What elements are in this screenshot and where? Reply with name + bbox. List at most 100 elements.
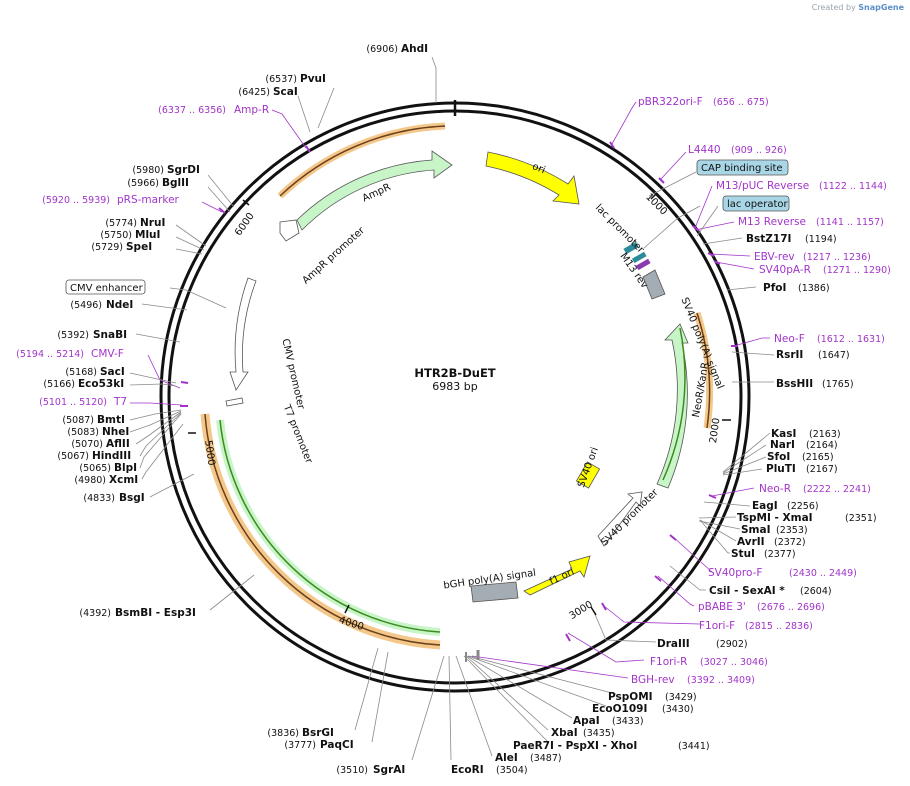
site-pos-scai: (6425) bbox=[238, 87, 270, 98]
lac-operator-box: lac operator bbox=[727, 199, 788, 210]
tick-4000: 4000 bbox=[337, 615, 365, 633]
primer-cmv-f: CMV-F bbox=[91, 348, 124, 360]
site-stui: StuI bbox=[731, 548, 755, 560]
primer-f1ori-f: F1ori-F bbox=[699, 620, 735, 632]
site-pvui: PvuI bbox=[300, 73, 326, 85]
site-csii: CsiI - SexAI * bbox=[709, 585, 785, 597]
site-pos-apai: (3433) bbox=[612, 716, 644, 727]
site-pos-nhei: (5083) bbox=[67, 427, 99, 438]
credit-brand: SnapGene bbox=[858, 3, 904, 12]
tick-3000: 3000 bbox=[567, 599, 594, 622]
ampr-orf-core bbox=[279, 125, 446, 197]
m13-rev-marker bbox=[635, 258, 651, 271]
site-pos-blpi: (5065) bbox=[79, 463, 111, 474]
site-pos-draiii: (2902) bbox=[716, 639, 748, 650]
primer-pos-neo-f: (1612 .. 1631) bbox=[817, 334, 885, 345]
primer-neo-r: Neo-R bbox=[759, 483, 791, 495]
site-apai: ApaI bbox=[573, 715, 600, 727]
site-labels-left: (6906) AhdI (6537) PvuI (6425) ScaI (598… bbox=[43, 43, 428, 776]
t7-promoter-label: T7 promoter bbox=[280, 402, 314, 465]
site-pos-nrui: (5774) bbox=[105, 218, 137, 229]
site-pos-paqci: (3777) bbox=[284, 740, 316, 751]
htr2b-green-line bbox=[219, 419, 441, 633]
features-layer bbox=[200, 122, 714, 650]
primer-prs-marker: pRS-marker bbox=[117, 194, 180, 206]
site-pos-rsrii: (1647) bbox=[818, 350, 850, 361]
site-paer7i: PaeR7I - PspXI - XhoI bbox=[513, 740, 637, 752]
site-spei: SpeI bbox=[126, 241, 152, 253]
lac-promoter-label: lac promoter bbox=[593, 203, 647, 257]
primer-l4440: L4440 bbox=[688, 144, 721, 156]
neo-orf-core bbox=[696, 312, 711, 429]
site-pos-paer7i: (3441) bbox=[678, 741, 710, 752]
site-ndei: NdeI bbox=[106, 299, 133, 311]
site-avrii: AvrII bbox=[737, 536, 765, 548]
site-ecori: EcoRI bbox=[451, 764, 484, 776]
site-pos-bstz17i: (1194) bbox=[805, 234, 837, 245]
neor-kanr-arrow bbox=[656, 323, 689, 489]
site-mlui: MluI bbox=[135, 229, 160, 241]
site-pos-sfoi: (2165) bbox=[802, 452, 834, 463]
site-pos-eagi: (2256) bbox=[787, 501, 819, 512]
site-bsgi: BsgI bbox=[119, 492, 145, 504]
site-pos-pvui: (6537) bbox=[265, 74, 297, 85]
site-pspomi: PspOMI bbox=[608, 691, 653, 703]
site-pos-mlui: (5750) bbox=[100, 230, 132, 241]
primer-neo-f: Neo-F bbox=[774, 333, 805, 345]
primer-pos-ebv-rev: (1217 .. 1236) bbox=[803, 252, 871, 263]
site-pos-pspomi: (3429) bbox=[665, 692, 697, 703]
primer-ebv-rev: EBV-rev bbox=[754, 251, 795, 263]
site-pos-bsshii: (1765) bbox=[822, 379, 854, 390]
site-pos-kasi: (2163) bbox=[809, 429, 841, 440]
primer-pos-sv40pa-r: (1271 .. 1290) bbox=[823, 265, 891, 276]
site-xcmi: XcmI bbox=[109, 474, 138, 486]
site-sfoi: SfoI bbox=[767, 451, 790, 463]
plasmid-name: HTR2B-DuET bbox=[414, 366, 495, 380]
cmv-promoter-label: CMV promoter bbox=[279, 338, 306, 412]
site-bsmbi-esp3i: BsmBI - Esp3I bbox=[115, 607, 196, 619]
site-bsshii: BssHII bbox=[776, 378, 813, 390]
ori-label: ori bbox=[531, 161, 547, 176]
primer-bgh-rev: BGH-rev bbox=[631, 674, 675, 686]
site-pos-hindiii: (5067) bbox=[57, 451, 89, 462]
site-paqci: PaqCI bbox=[320, 739, 354, 751]
site-snabi: SnaBI bbox=[93, 329, 127, 341]
site-labels-right: EcoRI (3504) AleI (3487) PaeR7I - PspXI … bbox=[451, 233, 877, 776]
site-pos-stui: (2377) bbox=[764, 549, 796, 560]
site-pos-bsgi: (4833) bbox=[83, 493, 115, 504]
primer-sv40pa-r: SV40pA-R bbox=[759, 264, 811, 276]
site-pos-nari: (2164) bbox=[806, 440, 838, 451]
htr2b-orf-core bbox=[204, 413, 441, 646]
ampr-promoter-label: AmpR promoter bbox=[300, 225, 367, 287]
primer-pos-pbabe-3: (2676 .. 2696) bbox=[757, 602, 825, 613]
t7-promoter-arrow bbox=[225, 397, 244, 407]
cmv-promoter-arrow bbox=[229, 277, 257, 391]
site-bmti: BmtI bbox=[97, 414, 125, 426]
ampr-promoter-arrow bbox=[279, 219, 300, 242]
site-eagi: EagI bbox=[752, 500, 778, 512]
primer-pos-pbr322ori-f: (656 .. 675) bbox=[713, 97, 769, 108]
sv40-promoter-arrow bbox=[597, 491, 643, 547]
f1-ori-arrow bbox=[523, 555, 591, 596]
site-pos-avrii: (2372) bbox=[774, 537, 806, 548]
sv40-polya-block bbox=[642, 269, 666, 300]
snapgene-credit: Created by SnapGene bbox=[812, 3, 904, 12]
site-pos-snabi: (5392) bbox=[57, 330, 89, 341]
primer-f1ori-r: F1ori-R bbox=[650, 656, 687, 668]
site-tspmi: TspMI - XmaI bbox=[737, 512, 813, 524]
primer-pbabe-3: pBABE 3' bbox=[698, 601, 746, 613]
cap-site-marker bbox=[623, 241, 639, 255]
site-nari: NarI bbox=[770, 439, 795, 451]
tick-5000: 5000 bbox=[202, 440, 216, 467]
primer-pos-m13-puc-reverse: (1122 .. 1144) bbox=[819, 181, 887, 192]
primer-pos-amp-r: (6337 .. 6356) bbox=[158, 105, 226, 116]
site-rsrii: RsrII bbox=[776, 349, 803, 361]
primer-pos-bgh-rev: (3392 .. 3409) bbox=[687, 675, 755, 686]
leader-lines bbox=[129, 56, 775, 761]
backbone bbox=[159, 100, 751, 693]
site-pos-eco53ki: (5166) bbox=[43, 379, 75, 390]
primer-pos-t7: (5101 .. 5120) bbox=[39, 397, 107, 408]
site-pos-aflii: (5070) bbox=[71, 439, 103, 450]
site-smai: SmaI bbox=[741, 524, 771, 536]
